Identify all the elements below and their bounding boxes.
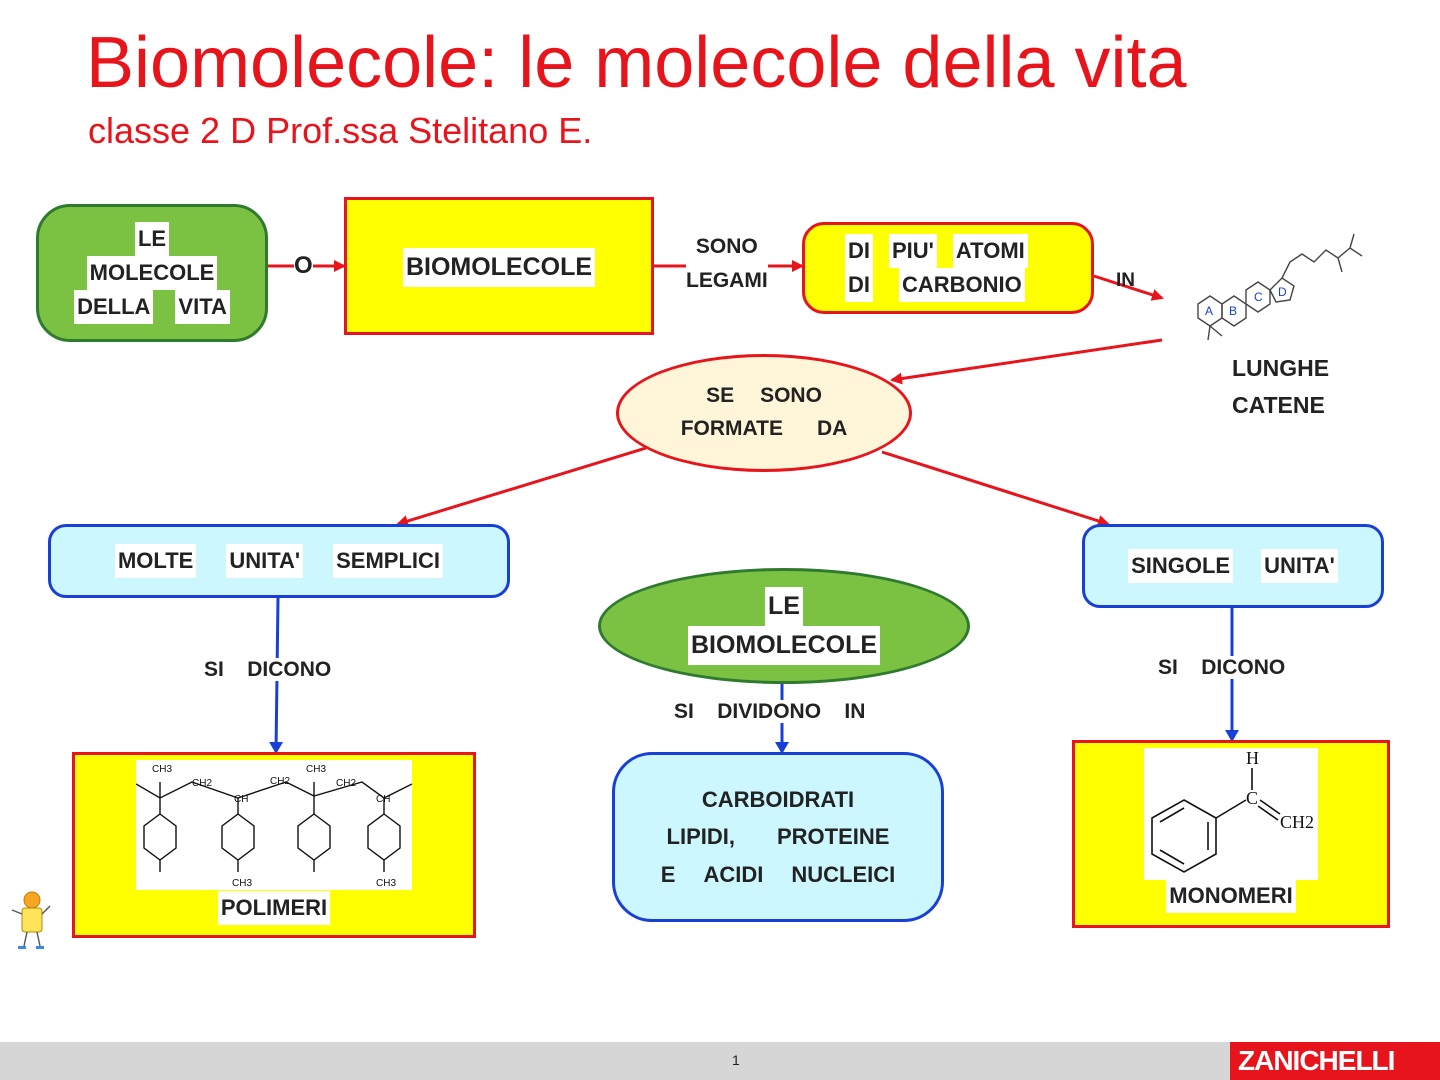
node-biomolecole: BIOMOLECOLE — [344, 197, 654, 335]
node-classi-word: NUCLEICI — [791, 861, 896, 887]
monomer-label-c: C — [1246, 788, 1258, 808]
page-subtitle: classe 2 D Prof.ssa Stelitano E. — [88, 110, 593, 151]
node-classi-word: E — [660, 861, 676, 887]
arrow-formate-singole — [881, 450, 1110, 527]
polymer-label: CH3 — [306, 764, 326, 775]
page-title: Biomolecole: le molecole della vita — [86, 23, 1187, 103]
node-atomi-word: DI — [845, 233, 873, 268]
connector-word: DICONO — [247, 658, 332, 681]
node-singole-word: UNITA' — [1261, 548, 1338, 584]
node-singole-word: SINGOLE — [1128, 548, 1234, 584]
monomer-drawing: H C CH2 — [1151, 748, 1314, 873]
node-formate-da: SE SONO FORMATE DA — [616, 354, 912, 472]
node-classi-word: PROTEINE — [776, 824, 890, 850]
node-le-biomolecole-line: BIOMOLECOLE — [687, 626, 881, 665]
connector-word: SI — [674, 700, 694, 723]
node-singole-unita: SINGOLE UNITA' — [1082, 524, 1384, 608]
node-formate-word: DA — [816, 417, 848, 440]
node-atomi-word: CARBONIO — [899, 268, 1025, 303]
polymer-label: CH3 — [232, 878, 252, 889]
connector-in: IN — [1116, 270, 1135, 291]
node-le-biomolecole-line: LE — [765, 587, 803, 626]
lunghe-catene-line: LUNGHE — [1232, 355, 1330, 381]
node-classi-word: CARBOIDRATI — [701, 786, 855, 812]
connector-sono-legami: SONO LEGAMI — [686, 230, 768, 298]
polymer-label: CH3 — [152, 764, 172, 775]
node-atomi-word: ATOMI — [952, 233, 1028, 268]
polymer-label: CH — [234, 794, 248, 805]
connector-word: IN — [844, 700, 866, 723]
node-classi-word: ACIDI — [703, 861, 764, 887]
node-molte-unita: MOLTE UNITA' SEMPLICI — [48, 524, 510, 598]
node-molte-word: MOLTE — [114, 543, 197, 579]
steroid-drawing: A B C D — [1197, 233, 1363, 341]
node-le-molecole-line: MOLECOLE — [86, 255, 218, 291]
page-number: 1 — [732, 1052, 740, 1068]
lunghe-catene-line: CATENE — [1232, 392, 1325, 418]
polymer-drawing: CH3 CH2 CH CH2 CH3 CH2 CH CH3 CH3 — [135, 764, 413, 889]
node-atomi-carbonio: DI PIU' ATOMI DI CARBONIO — [802, 222, 1094, 314]
lunghe-catene-label: LUNGHE CATENE — [1232, 350, 1329, 424]
monomer-label-ch2: CH2 — [1280, 812, 1314, 832]
node-le-molecole-line: LE — [134, 221, 170, 256]
connector-si-dicono-right: SI DICONO — [1158, 656, 1286, 680]
connector-o: O — [294, 252, 313, 280]
ring-label-b: B — [1229, 304, 1237, 318]
node-le-biomolecole: LE BIOMOLECOLE — [598, 568, 970, 684]
monomer-structure-image: H C CH2 — [1144, 748, 1318, 880]
node-monomeri-label: MONOMERI — [1166, 878, 1296, 913]
node-molte-word: SEMPLICI — [333, 543, 444, 579]
connector-sono-legami-line: SONO — [695, 235, 758, 258]
polymer-label: CH2 — [270, 776, 290, 787]
node-formate-word: FORMATE — [680, 417, 783, 440]
node-classi-word: LIPIDI, — [666, 824, 735, 850]
steroid-structure-image: A B C D — [1186, 212, 1376, 352]
polymer-structure-image: CH3 CH2 CH CH2 CH3 CH2 CH CH3 CH3 — [135, 760, 413, 890]
node-atomi-word: PIU' — [889, 233, 937, 268]
node-formate-word: SONO — [760, 384, 822, 408]
connector-word: SI — [1158, 656, 1178, 679]
ring-label-a: A — [1205, 304, 1213, 318]
publisher-logo: ZANICHELLI — [1230, 1042, 1440, 1080]
ring-label-d: D — [1278, 285, 1287, 299]
node-classi-biomolecole: CARBOIDRATI LIPIDI, PROTEINE E ACIDI NUC… — [612, 752, 944, 922]
connector-word: DICONO — [1201, 656, 1286, 679]
connector-word: DIVIDONO — [717, 700, 822, 723]
arrow-catene-formate — [890, 338, 1163, 385]
node-formate-word: SE — [706, 384, 735, 408]
node-le-molecole-line: VITA — [175, 290, 230, 325]
connector-si-dividono: SI DIVIDONO IN — [674, 700, 865, 724]
monomer-label-h: H — [1246, 748, 1259, 768]
footer-bar — [0, 1042, 1440, 1080]
node-atomi-word: DI — [845, 268, 873, 303]
node-le-molecole: LE MOLECOLE DELLA VITA — [36, 204, 268, 342]
polymer-label: CH2 — [336, 778, 356, 789]
connector-sono-legami-line: LEGAMI — [686, 269, 768, 292]
arrow-formate-molte — [396, 446, 647, 527]
node-molte-word: UNITA' — [226, 543, 304, 579]
node-biomolecole-label: BIOMOLECOLE — [402, 248, 596, 287]
polymer-label: CH2 — [192, 778, 212, 789]
arrow-atomi-catene — [1093, 274, 1164, 301]
node-polimeri-label: POLIMERI — [217, 890, 331, 925]
connector-si-dicono-left: SI DICONO — [204, 658, 332, 682]
connector-word: SI — [204, 658, 224, 681]
ring-label-c: C — [1254, 290, 1263, 304]
node-le-molecole-line: DELLA — [74, 290, 154, 325]
polymer-label: CH3 — [376, 878, 396, 889]
polymer-label: CH — [376, 794, 390, 805]
